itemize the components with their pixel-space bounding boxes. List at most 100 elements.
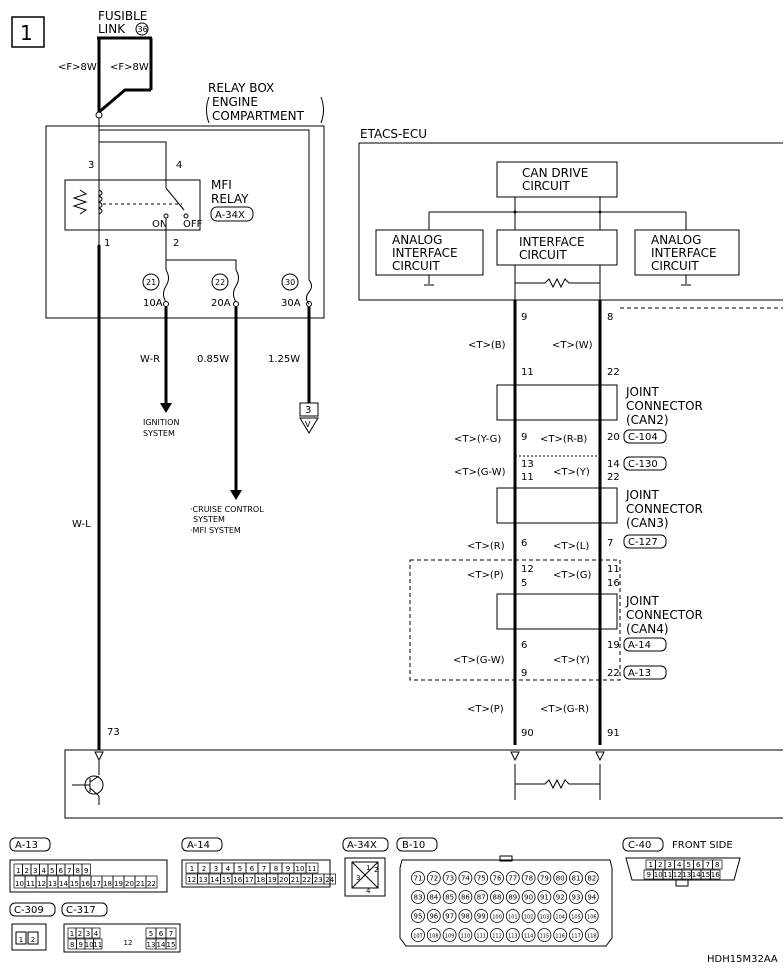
can-pin-r22b: 22 bbox=[607, 472, 620, 483]
b10-pin-circle bbox=[411, 909, 425, 923]
c40-pin: 10 bbox=[654, 871, 663, 879]
can-pin-l12: 12 bbox=[521, 564, 534, 575]
can-pin-l13: 13 bbox=[521, 459, 534, 470]
b10-pin: 94 bbox=[587, 894, 596, 902]
b10-pin: 111 bbox=[476, 934, 486, 940]
b10-pin-circle bbox=[521, 871, 536, 885]
a14-pin: 2 bbox=[202, 865, 206, 873]
b10-pin-circle bbox=[569, 909, 583, 923]
a13-pin: 3 bbox=[33, 867, 37, 875]
can-wire-tp: <T>(P) bbox=[467, 570, 504, 581]
b10-pin: 81 bbox=[572, 875, 581, 883]
c317-pin: 9 bbox=[79, 941, 83, 949]
a13-pin: 15 bbox=[70, 880, 79, 888]
c317-pin: 13 bbox=[147, 941, 156, 949]
can-pin-l11: 11 bbox=[521, 367, 534, 378]
analog-left-line1: ANALOG bbox=[392, 233, 442, 247]
a13-cell bbox=[81, 863, 91, 876]
c40-pin: 11 bbox=[663, 871, 672, 879]
a14-pin: 20 bbox=[279, 876, 288, 884]
analog-left-line3: CIRCUIT bbox=[392, 259, 440, 273]
interface-line2: CIRCUIT bbox=[519, 248, 567, 262]
can-wire-trb: <T>(R-B) bbox=[540, 434, 587, 445]
a13-pin: 2 bbox=[25, 867, 29, 875]
c317-pin: 15 bbox=[167, 941, 176, 949]
can-wire-tp2: <T>(P) bbox=[467, 704, 504, 715]
b10-pin-circle bbox=[505, 890, 520, 904]
b10-pin-circle bbox=[490, 909, 504, 923]
c40-pin: 9 bbox=[647, 871, 651, 879]
c40-pin: 8 bbox=[715, 861, 719, 869]
b10-pin: 96 bbox=[429, 913, 438, 921]
b10-pin-circle bbox=[584, 871, 599, 885]
conn-a14-label: A-14 bbox=[187, 840, 210, 851]
can-wire-tb: <T>(B) bbox=[468, 340, 506, 351]
b10-pin: 71 bbox=[414, 875, 423, 883]
b10-pin-circle bbox=[584, 909, 599, 923]
fuse-22-number: 22 bbox=[215, 278, 225, 287]
connector-a14-ref: A-14 bbox=[628, 640, 651, 651]
c317-pin: 7 bbox=[169, 930, 173, 938]
conn-c40-label: C-40 bbox=[628, 840, 651, 851]
cruise-line1: ·CRUISE CONTROL bbox=[190, 505, 264, 514]
can-pin-r91: 91 bbox=[607, 728, 620, 739]
b10-pin: 105 bbox=[571, 915, 581, 921]
b10-pin: 79 bbox=[540, 875, 549, 883]
can-pin-r20: 20 bbox=[607, 432, 620, 443]
can-wire-tl: <T>(L) bbox=[553, 541, 589, 552]
can-wire-tyg: <T>(Y-G) bbox=[454, 434, 501, 445]
a13-cell bbox=[145, 875, 158, 889]
ignition-line2: SYSTEM bbox=[143, 429, 175, 438]
b10-pin: 87 bbox=[477, 894, 486, 902]
a34x-pin: 3 bbox=[356, 874, 360, 882]
c40-pin: 15 bbox=[701, 871, 710, 879]
relay-off-label: OFF bbox=[183, 219, 203, 230]
b10-pin: 102 bbox=[524, 915, 534, 921]
a13-pin: 18 bbox=[103, 880, 112, 888]
a14-pin: 14 bbox=[210, 876, 219, 884]
connector-c130: C-130 bbox=[628, 459, 658, 470]
b10-pin-circle bbox=[442, 871, 457, 885]
c40-pin: 14 bbox=[692, 871, 701, 879]
can-pin-r8: 8 bbox=[607, 312, 613, 323]
b10-pin-circle bbox=[537, 928, 552, 942]
relay-pin-3: 3 bbox=[88, 160, 94, 171]
c317-pin: 5 bbox=[149, 930, 153, 938]
b10-pin-circle bbox=[553, 928, 568, 942]
conn-c317-label: C-317 bbox=[66, 905, 96, 916]
c40-pin: 4 bbox=[677, 861, 682, 869]
fuse-21-number: 21 bbox=[146, 278, 156, 287]
b10-pin-circle bbox=[521, 928, 536, 942]
jc2-line1: JOINT bbox=[625, 385, 660, 399]
b10-pin-circle bbox=[553, 871, 568, 885]
can-wire-tgw: <T>(G-W) bbox=[454, 467, 506, 478]
c40-pin: 2 bbox=[658, 861, 662, 869]
a13-pin: 12 bbox=[37, 880, 46, 888]
a13-pin: 6 bbox=[59, 867, 64, 875]
b10-pin-circle bbox=[490, 928, 504, 942]
fusible-link-title: FUSIBLE bbox=[98, 9, 147, 23]
a14-pin: 15 bbox=[222, 876, 231, 884]
can-pin-l90: 90 bbox=[521, 728, 534, 739]
ignition-line1: IGNITION bbox=[143, 418, 179, 427]
b10-pin: 72 bbox=[429, 875, 438, 883]
b10-pin-circle bbox=[505, 928, 520, 942]
b10-pin: 84 bbox=[429, 894, 438, 902]
b10-pin-circle bbox=[569, 928, 583, 942]
c40-pin: 16 bbox=[711, 871, 720, 879]
can-pin-r19: 19 bbox=[607, 640, 620, 651]
b10-pin-circle bbox=[553, 890, 568, 904]
mfi-relay-label: RELAY bbox=[211, 192, 249, 206]
fuse-30-amp: 30A bbox=[281, 298, 301, 309]
c40-pin: 5 bbox=[687, 861, 691, 869]
a13-pin: 9 bbox=[84, 867, 88, 875]
a13-pin: 11 bbox=[26, 880, 35, 888]
b10-pin-circle bbox=[569, 871, 583, 885]
b10-pin: 73 bbox=[445, 875, 454, 883]
b10-pin-circle bbox=[426, 871, 441, 885]
c40-pin: 13 bbox=[682, 871, 691, 879]
